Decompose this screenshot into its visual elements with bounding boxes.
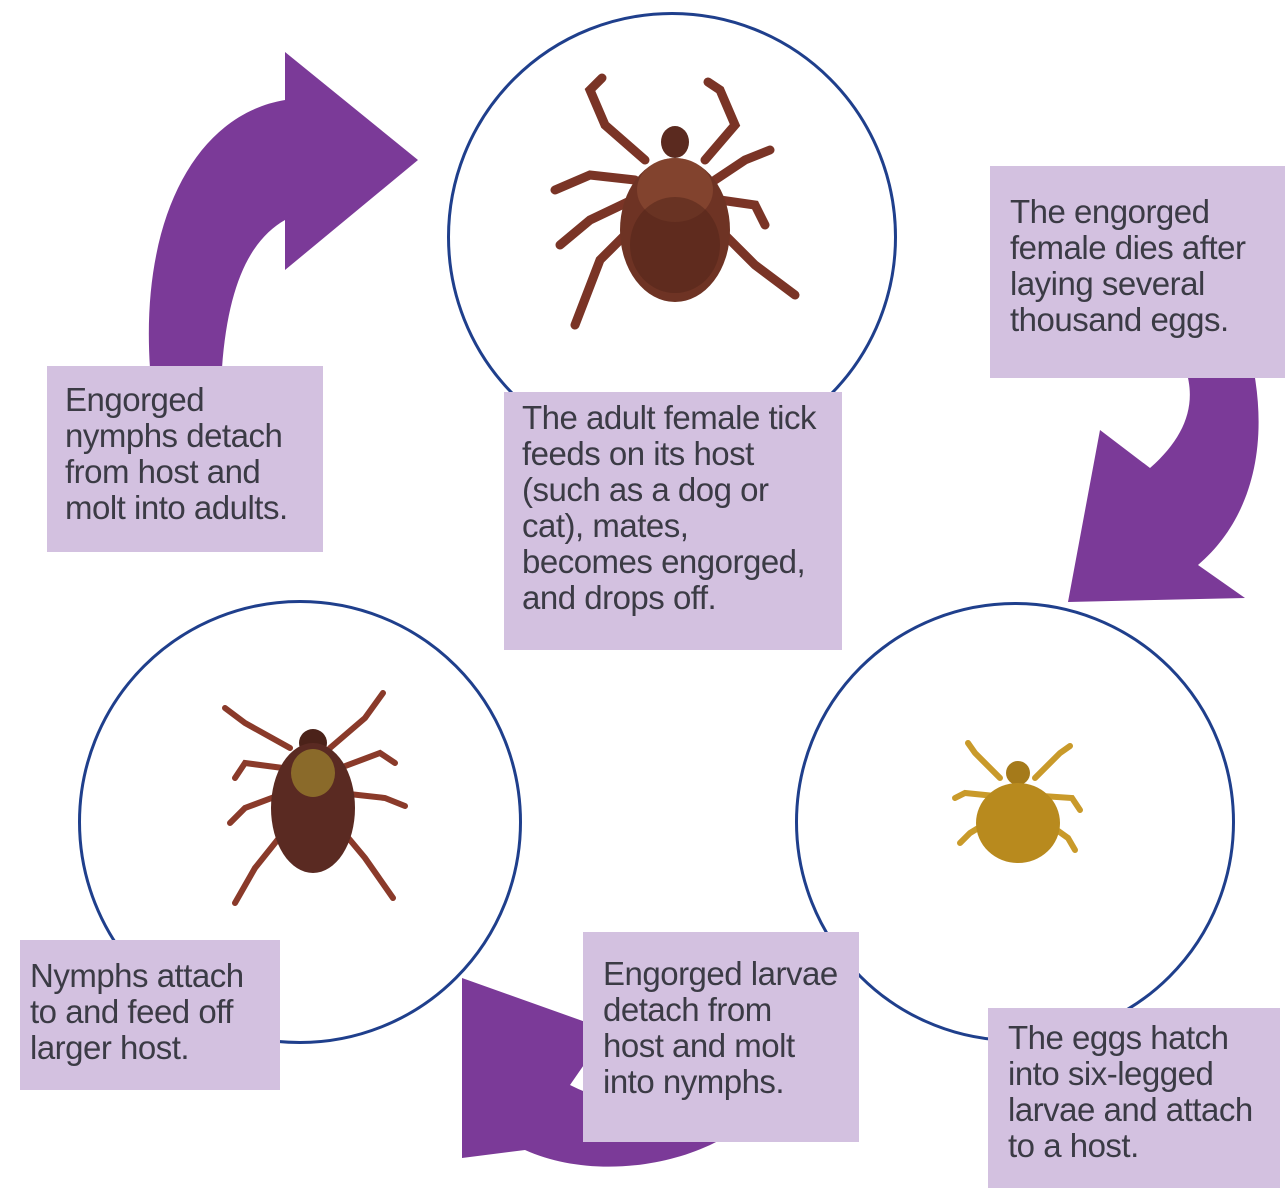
adult-female-tick-image <box>530 70 820 350</box>
arrow-adult-to-eggs <box>1068 378 1259 602</box>
female-dies-eggs-label: The engorged female dies after laying se… <box>990 166 1285 378</box>
adult-female-feeds-label: The adult female tick feeds on its host … <box>504 392 842 650</box>
arrow-nymph-to-adult <box>149 52 418 368</box>
nymphs-feed-label: Nymphs attach to and feed off larger hos… <box>20 940 280 1090</box>
larvae-molt-label: Engorged larvae detach from host and mol… <box>583 932 859 1142</box>
nymphs-molt-label: Engorged nymphs detach from host and mol… <box>47 366 323 552</box>
larva-tick-image <box>950 738 1090 873</box>
eggs-hatch-larvae-label: The eggs hatch into six-legged larvae an… <box>988 1008 1280 1188</box>
nymph-tick-image <box>215 688 415 913</box>
